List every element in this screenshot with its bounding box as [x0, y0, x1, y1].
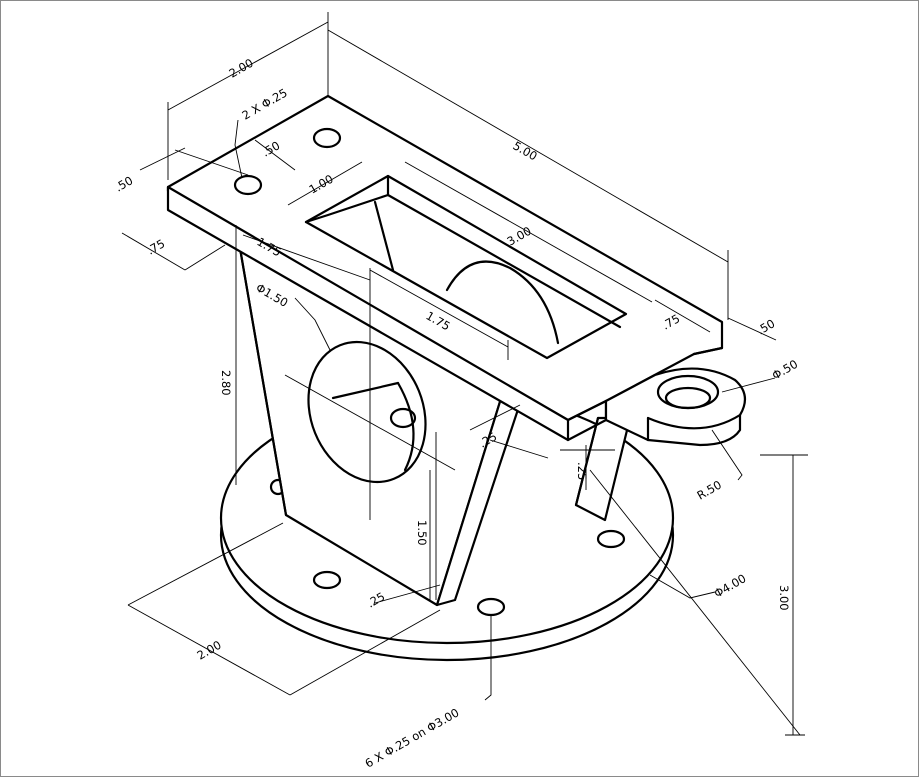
bolt-hole: [596, 529, 626, 549]
dim-upright-height: 2.80: [219, 370, 233, 396]
dim-ear-radius: R.50: [695, 478, 724, 503]
dimension-lines: [121, 12, 808, 736]
top-plate: [166, 94, 724, 442]
dim-holes-top: 2 X Φ.25: [240, 86, 290, 123]
dim-plate-thickness: .25: [575, 462, 589, 480]
dim-edge-offset: .50: [113, 173, 136, 194]
bolt-hole: [312, 570, 342, 590]
upright-web: [223, 194, 537, 607]
dim-total-height: 3.00: [777, 585, 791, 611]
dim-edge-75: .75: [145, 236, 168, 257]
dim-rib-height: 1.50: [415, 520, 429, 546]
dim-bolt-pattern: 6 X Φ.25 on Φ3.00: [363, 705, 462, 770]
dim-base-diameter: Φ4.00: [712, 571, 749, 600]
ear-tab: [604, 346, 747, 447]
dim-ear-hole: Φ.50: [770, 357, 801, 383]
dim-overall-width: 2.00: [227, 56, 256, 81]
dim-ear-width: .50: [755, 316, 778, 337]
dim-base-width: 2.00: [195, 638, 224, 663]
dim-overall-length: 5.00: [511, 138, 540, 163]
